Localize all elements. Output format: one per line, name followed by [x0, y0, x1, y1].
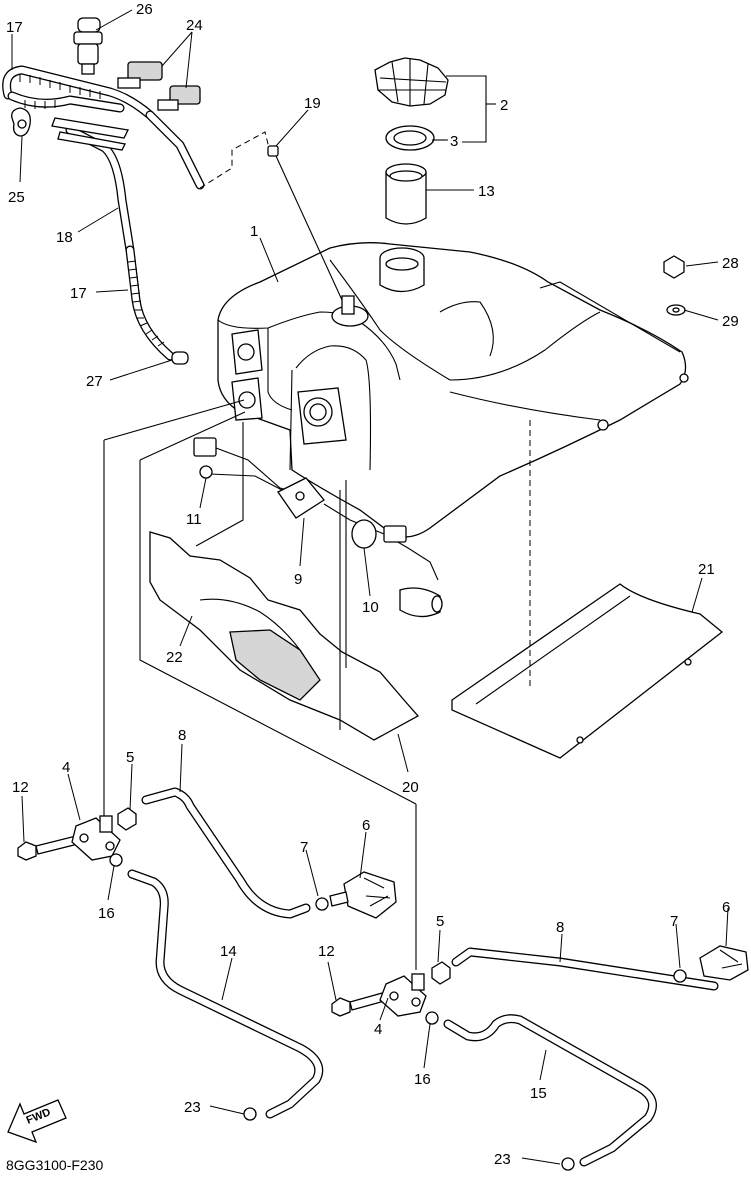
callout-17-mid: 17	[70, 285, 87, 302]
callout-24: 24	[186, 17, 203, 34]
callout-17-top: 17	[6, 19, 23, 36]
callout-5-right: 5	[436, 913, 444, 930]
callout-21: 21	[698, 561, 715, 578]
callout-7-right: 7	[670, 913, 678, 930]
callout-27: 27	[86, 373, 103, 390]
fuel-filter-6-icon	[329, 871, 397, 919]
callout-23-left: 23	[184, 1099, 201, 1116]
callout-19: 19	[304, 95, 321, 112]
collar-5-icon	[117, 807, 137, 831]
callout-5-left: 5	[126, 749, 134, 766]
callout-9: 9	[294, 571, 302, 588]
callout-23-right: 23	[494, 1151, 511, 1168]
breather-hose-assembly	[2, 17, 271, 365]
collar-5b-icon	[431, 961, 451, 985]
callout-6-right: 6	[722, 899, 730, 916]
callout-25: 25	[8, 189, 25, 206]
callout-18: 18	[56, 229, 73, 246]
diagram-code: 8GG3100-F230	[6, 1157, 103, 1173]
callout-22: 22	[166, 649, 183, 666]
fuel-cock-4b-icon	[379, 973, 427, 1017]
callout-14: 14	[220, 943, 237, 960]
callout-10: 10	[362, 599, 379, 616]
fuel-line-set-right	[331, 945, 749, 1171]
callout-8-right: 8	[556, 919, 564, 936]
callout-20: 20	[402, 779, 419, 796]
protector-22-icon	[149, 531, 420, 741]
callout-28: 28	[722, 255, 739, 272]
callout-12-right: 12	[318, 943, 335, 960]
fuel-filter-6b-icon	[699, 945, 749, 981]
callout-15: 15	[530, 1085, 547, 1102]
protector-21-icon	[451, 583, 724, 759]
bolt-12b-icon	[331, 991, 389, 1017]
callout-11: 11	[186, 511, 202, 528]
fuel-cap-assembly	[374, 57, 496, 225]
callout-16-right: 16	[414, 1071, 431, 1088]
bolt-28-icon	[663, 255, 685, 279]
corrugation-marks	[19, 74, 165, 347]
leader-lines	[11, 9, 729, 1165]
fuel-line-set-left	[17, 787, 397, 1121]
callout-4-right: 4	[374, 1021, 382, 1038]
clip-25-icon	[11, 107, 31, 137]
callout-2: 2	[500, 97, 508, 114]
callout-1: 1	[250, 223, 258, 240]
callout-16-left: 16	[98, 905, 115, 922]
valve-24-icon	[117, 61, 201, 111]
fuel-sender-assembly	[193, 437, 443, 618]
callout-labels: 26 24 17 2 3 19 13 25 18 1 28 17 29 27 1…	[6, 1, 739, 1168]
fuel-cap-icon	[374, 57, 449, 107]
bolt-12-icon	[17, 835, 79, 861]
callout-13: 13	[478, 183, 495, 200]
clip-19-icon	[267, 145, 279, 157]
callout-26: 26	[136, 1, 153, 18]
callout-29: 29	[722, 313, 739, 330]
callout-12-left: 12	[12, 779, 29, 796]
fwd-arrow-icon: FWD	[7, 1099, 67, 1144]
callout-6-left: 6	[362, 817, 370, 834]
fuel-tank-icon	[217, 242, 689, 538]
callout-7-left: 7	[300, 839, 308, 856]
fuel-cock-4-icon	[71, 815, 121, 861]
callout-8-left: 8	[178, 727, 186, 744]
strainer-icon	[385, 163, 427, 225]
callout-4-left: 4	[62, 759, 70, 776]
clamp-26-icon	[73, 17, 103, 75]
callout-3: 3	[450, 133, 458, 150]
